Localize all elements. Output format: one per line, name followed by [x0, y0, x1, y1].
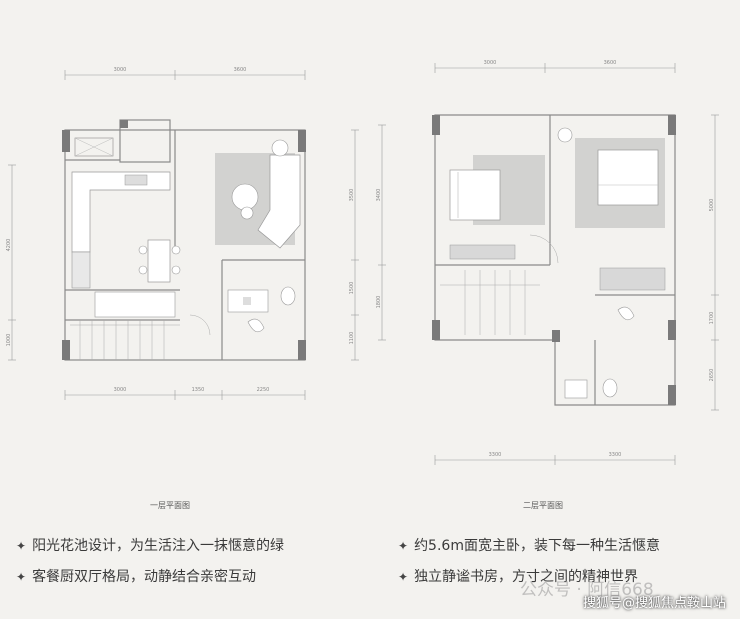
first-floor-plan: 3000 3600 3000 1350 2250 4200 1000 3500 …: [0, 0, 370, 520]
p2-dim-bottom-2: 3300: [609, 452, 622, 458]
feature-right-2: ✦ 独立静谧书房，方寸之间的精神世界: [398, 566, 638, 586]
p2-dim-top-2: 3600: [604, 60, 617, 66]
p1-dim-top-1: 3000: [114, 67, 127, 73]
source-credit: 搜狐号@搜狐焦点鞍山站: [582, 596, 726, 611]
p1-dim-right-1: 3500: [349, 189, 355, 202]
first-floor-drawing: 3000 3600 3000 1350 2250 4200 1000 3500 …: [6, 67, 359, 400]
feature-right-1: ✦ 约5.6m面宽主卧，装下每一种生活惬意: [398, 535, 660, 555]
second-floor-drawing: 3000 3600 3300 3300 3400 1800 5000 1700 …: [376, 60, 719, 465]
p2-dim-left-1: 3400: [376, 189, 382, 202]
second-floor-plan: 3000 3600 3300 3300 3400 1800 5000 1700 …: [370, 0, 740, 520]
watermark: 公众号 · 阿信668: [520, 580, 654, 600]
sparkle-bullet-icon: ✦: [398, 539, 409, 553]
p1-dim-top-2: 3600: [234, 67, 247, 73]
p2-dim-bottom-1: 3300: [489, 452, 502, 458]
p1-dim-right-3: 1100: [349, 332, 355, 345]
p2-dim-left-2: 1800: [376, 296, 382, 309]
p1-dim-bottom-3: 2250: [257, 387, 270, 393]
feature-text: 客餐厨双厅格局，动静结合亲密互动: [32, 569, 257, 585]
first-floor-title: 一层平面图: [150, 501, 190, 510]
p1-dim-right-2: 1500: [349, 282, 355, 295]
feature-left-1: ✦ 阳光花池设计，为生活注入一抹惬意的绿: [16, 535, 284, 555]
sparkle-bullet-icon: ✦: [16, 570, 27, 584]
p1-dim-bottom-2: 1350: [192, 387, 205, 393]
p2-dim-right-3: 2650: [709, 369, 715, 382]
p2-dim-right-2: 1700: [709, 312, 715, 325]
p2-dim-top-1: 3000: [484, 60, 497, 66]
p1-dim-bottom-1: 3000: [114, 387, 127, 393]
feature-left-2: ✦ 客餐厨双厅格局，动静结合亲密互动: [16, 566, 256, 586]
p1-dim-left-1: 4200: [6, 239, 12, 252]
feature-text: 阳光花池设计，为生活注入一抹惬意的绿: [32, 538, 285, 554]
p1-dim-left-2: 1000: [6, 334, 12, 347]
p2-dim-right-1: 5000: [709, 199, 715, 212]
sparkle-bullet-icon: ✦: [398, 570, 409, 584]
feature-text: 约5.6m面宽主卧，装下每一种生活惬意: [414, 538, 660, 554]
second-floor-title: 二层平面图: [523, 501, 563, 510]
feature-text: 独立静谧书房，方寸之间的精神世界: [414, 569, 639, 585]
sparkle-bullet-icon: ✦: [16, 539, 27, 553]
